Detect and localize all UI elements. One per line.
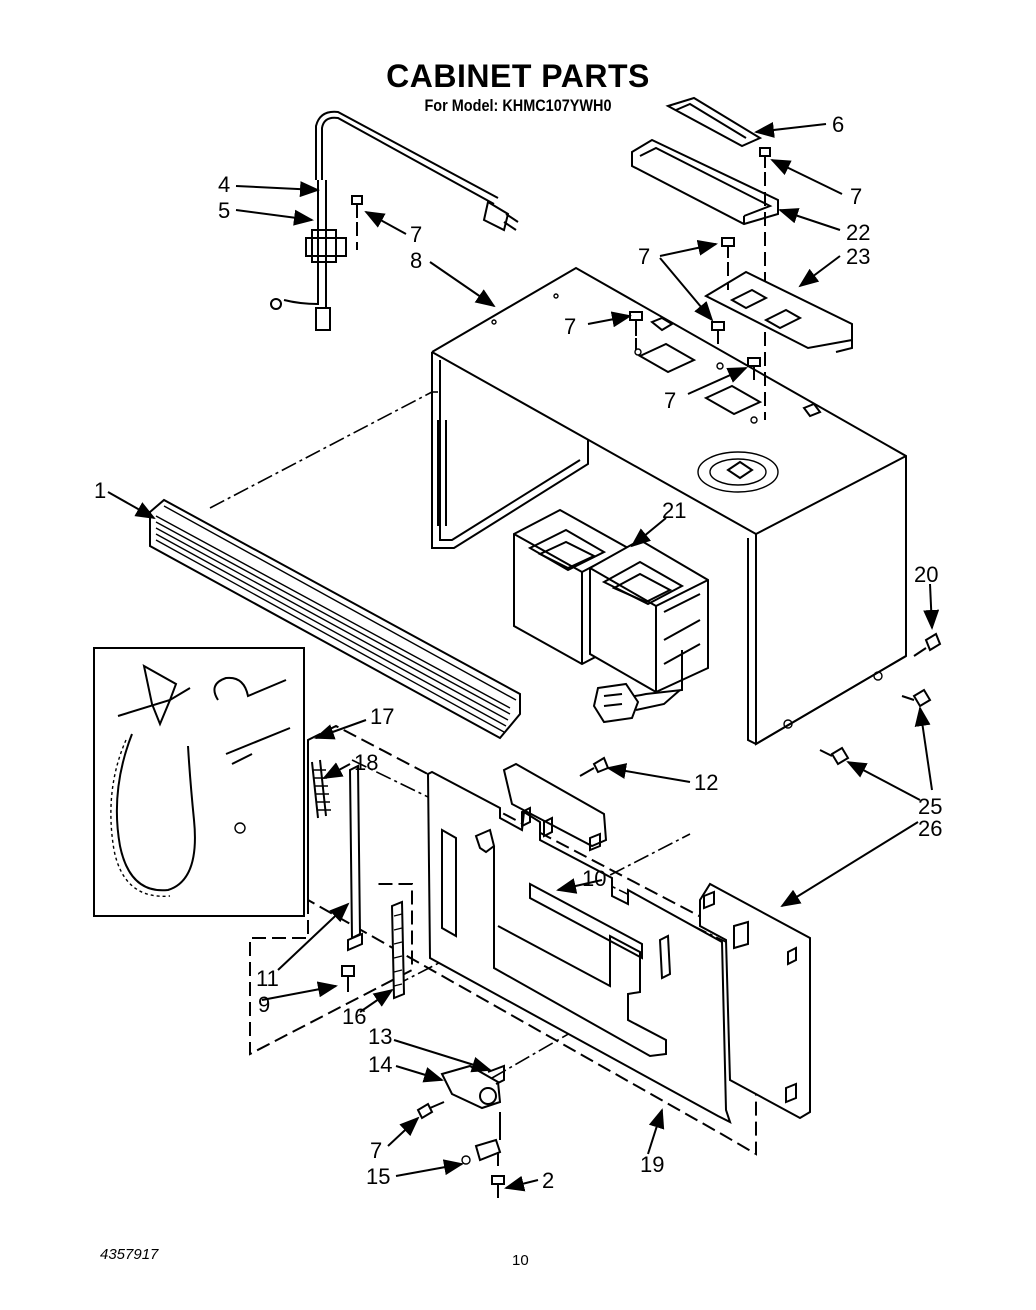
callout-10: 10 bbox=[582, 866, 606, 891]
callout-7: 7 bbox=[850, 184, 862, 209]
callout-26: 26 bbox=[918, 816, 942, 841]
callout-7: 7 bbox=[638, 244, 650, 269]
vent-grille-part-1 bbox=[149, 498, 521, 740]
callout-22: 22 bbox=[846, 220, 870, 245]
model-subtitle: For Model: KHMC107YWH0 bbox=[424, 96, 612, 115]
callout-4: 4 bbox=[218, 172, 230, 197]
page-title: CABINET PARTS bbox=[386, 58, 650, 94]
latch-arm-part-11 bbox=[347, 764, 363, 952]
screw-part-2 bbox=[491, 1175, 505, 1198]
callout-17: 17 bbox=[370, 704, 394, 729]
callout-20: 20 bbox=[914, 562, 938, 587]
callout-15: 15 bbox=[366, 1164, 390, 1189]
callout-8: 8 bbox=[410, 248, 422, 273]
callout-21: 21 bbox=[662, 498, 686, 523]
screws-part-25 bbox=[819, 688, 932, 766]
switch-part-14 bbox=[440, 1064, 505, 1110]
callout-labels: 4 5 7 8 6 7 22 23 7 7 7 1 21 20 17 18 12… bbox=[94, 112, 942, 1193]
callout-19: 19 bbox=[640, 1152, 664, 1177]
callout-23: 23 bbox=[846, 244, 870, 269]
callout-13: 13 bbox=[368, 1024, 392, 1049]
screw-7-top-left bbox=[351, 195, 363, 250]
switch-rail-part-16 bbox=[390, 900, 406, 1000]
grille-part-6 bbox=[665, 96, 763, 148]
magnetron-part-21 bbox=[513, 508, 709, 724]
callout-7: 7 bbox=[410, 222, 422, 247]
power-cord bbox=[270, 110, 519, 331]
cabinet-part-8 bbox=[431, 266, 907, 746]
hardware-kit-box bbox=[93, 647, 305, 917]
screws-7-cabinet-top bbox=[629, 311, 761, 380]
callout-12: 12 bbox=[694, 770, 718, 795]
callout-9: 9 bbox=[258, 992, 270, 1017]
spring-part-18 bbox=[311, 759, 331, 819]
callout-16: 16 bbox=[342, 1004, 366, 1029]
screw-part-20 bbox=[913, 632, 942, 657]
document-number: 4357917 bbox=[100, 1246, 159, 1263]
callout-25: 25 bbox=[918, 794, 942, 819]
screw-part-12 bbox=[579, 756, 610, 777]
leader-arrows bbox=[107, 122, 940, 1192]
screw-7-bracket bbox=[721, 237, 735, 290]
switch-bracket-part-15 bbox=[461, 1112, 502, 1166]
callout-11: 11 bbox=[256, 966, 279, 991]
back-panel-part-26 bbox=[699, 882, 811, 1120]
callout-5: 5 bbox=[218, 198, 230, 223]
callout-18: 18 bbox=[354, 750, 378, 775]
screw-7-switch bbox=[416, 1101, 445, 1120]
callout-1: 1 bbox=[94, 478, 106, 503]
vent-part-22 bbox=[631, 138, 779, 226]
screw-part-9 bbox=[341, 965, 355, 992]
callout-14: 14 bbox=[368, 1052, 392, 1077]
door-panel-part-10 bbox=[426, 762, 732, 1124]
bracket-part-23 bbox=[703, 270, 853, 353]
callout-6: 6 bbox=[832, 112, 844, 137]
callout-7: 7 bbox=[664, 388, 676, 413]
page-number: 10 bbox=[512, 1252, 529, 1269]
callout-7: 7 bbox=[564, 314, 576, 339]
callout-7: 7 bbox=[370, 1138, 382, 1163]
callout-2: 2 bbox=[542, 1168, 554, 1193]
